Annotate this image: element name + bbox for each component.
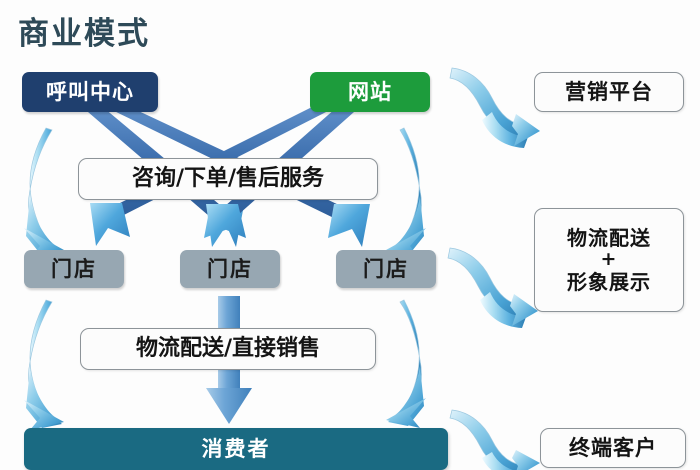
delivery-band-label: 物流配送/直接销售 xyxy=(135,336,321,362)
logistics-display-line-3: 形象展示 xyxy=(567,269,651,294)
arrow-store-1-to-consumer xyxy=(24,299,64,430)
end-client-label: 终端客户 xyxy=(569,435,657,460)
node-end-client[interactable]: 终端客户 xyxy=(540,428,686,468)
store-2-label: 门店 xyxy=(207,256,253,281)
node-delivery-band[interactable]: 物流配送/直接销售 xyxy=(80,328,376,370)
arrow-website-to-marketing-platform xyxy=(449,67,540,148)
arrow-store-3-to-consumer xyxy=(386,299,426,428)
marketing-platform-label: 营销平台 xyxy=(565,79,653,104)
logistics-display-line-1: 物流配送 xyxy=(567,225,651,250)
consumer-label: 消费者 xyxy=(201,436,271,461)
store-3-label: 门店 xyxy=(363,256,409,281)
node-service-band[interactable]: 咨询/下单/售后服务 xyxy=(78,158,378,200)
call-center-label: 呼叫中心 xyxy=(46,79,134,104)
node-store-3[interactable]: 门店 xyxy=(336,250,436,288)
store-1-label: 门店 xyxy=(51,256,97,281)
node-call-center[interactable]: 呼叫中心 xyxy=(22,72,158,112)
node-marketing-platform[interactable]: 营销平台 xyxy=(534,72,684,112)
node-store-2[interactable]: 门店 xyxy=(180,250,280,288)
arrow-consumer-to-end-client xyxy=(449,409,540,470)
logistics-display-plus: + xyxy=(600,248,618,271)
page-title: 商业模式 xyxy=(18,16,150,52)
node-consumer[interactable]: 消费者 xyxy=(24,428,448,470)
website-label: 网站 xyxy=(348,79,392,104)
node-store-1[interactable]: 门店 xyxy=(24,250,124,288)
node-website[interactable]: 网站 xyxy=(310,72,430,112)
node-logistics-display[interactable]: 物流配送 + 形象展示 xyxy=(534,208,684,312)
service-band-label: 咨询/下单/售后服务 xyxy=(131,166,325,192)
arrow-store-3-to-logistics-display xyxy=(447,247,538,328)
